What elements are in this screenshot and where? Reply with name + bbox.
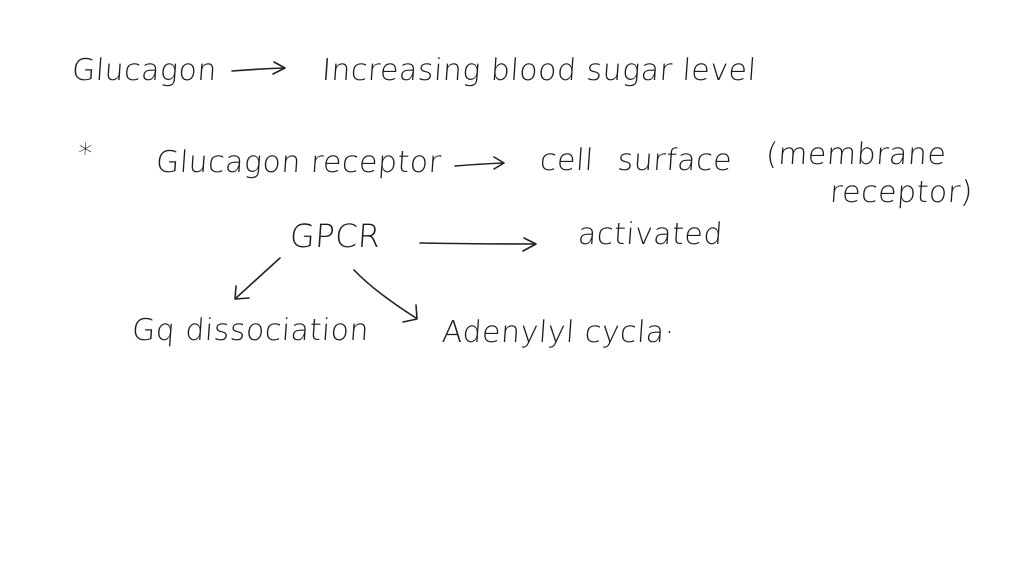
cell-surface-label: cell surface	[538, 143, 734, 178]
bullet-asterisk: *	[76, 137, 94, 170]
activated-label: activated	[576, 217, 725, 252]
glucagon-label: Glucagon	[70, 53, 219, 88]
adenylyl-cyclase-label: Adenylyl cycla·	[440, 315, 676, 350]
membrane-note-close: receptor)	[828, 175, 975, 210]
blood-sugar-effect-label: Increasing blood sugar level	[320, 53, 758, 88]
arrow-right-icon	[231, 61, 286, 75]
gpcr-label: GPCR	[288, 217, 383, 255]
gq-dissociation-label: Gq dissociation	[130, 313, 371, 348]
membrane-note-open: (membrane	[764, 137, 948, 172]
glucagon-receptor-label: Glucagon receptor	[154, 145, 443, 180]
arrow-right-icon	[454, 156, 505, 170]
arrow-down-left-icon	[234, 257, 281, 300]
arrow-right-icon	[419, 237, 537, 252]
